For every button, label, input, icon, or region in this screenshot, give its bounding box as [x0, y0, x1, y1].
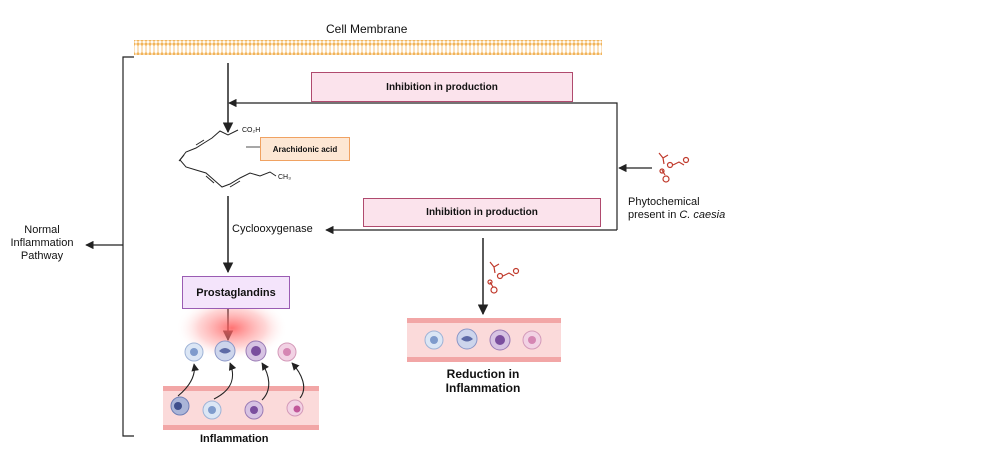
- reduction-line-1: Reduction in: [446, 367, 520, 381]
- phyto-line-1: Phytochemical: [628, 196, 700, 208]
- normal-line-3: Pathway: [20, 250, 64, 262]
- phyto-prefix: present in: [628, 209, 680, 221]
- normal-line-2: Inflammation: [10, 237, 74, 249]
- normal-pathway-label: Normal Inflammation Pathway: [4, 224, 80, 263]
- inhibition-top-label: Inhibition in production: [386, 81, 498, 93]
- arachidonic-acid-box: Arachidonic acid: [260, 137, 350, 161]
- co2h-label: CO₂H: [242, 127, 261, 134]
- normal-pathway-bracket: [122, 56, 134, 437]
- phytochemical-molecule-mid: [487, 261, 520, 294]
- normal-line-1: Normal: [24, 224, 60, 236]
- phyto-species: C. caesia: [679, 209, 726, 221]
- inhibition-mid-label: Inhibition in production: [426, 207, 538, 218]
- cell-membrane-label: Cell Membrane: [326, 22, 408, 36]
- phytochemical-label: Phytochemical present in C. caesia: [628, 196, 725, 222]
- ch3-label: CH₃: [278, 174, 291, 181]
- top-inhibition-line: [228, 98, 618, 230]
- inflammation-label: Inflammation: [200, 433, 269, 445]
- prostaglandins-label: Prostaglandins: [196, 286, 276, 299]
- phyto-line-2: present in C. caesia: [628, 209, 725, 222]
- cyclooxygenase-label: Cyclooxygenase: [232, 223, 313, 235]
- cell-membrane: [134, 40, 602, 55]
- prostaglandins-box: Prostaglandins: [182, 276, 290, 309]
- inhibition-box-mid: Inhibition in production: [363, 198, 601, 227]
- inhibition-box-top: Inhibition in production: [311, 72, 573, 102]
- arachidonic-acid-structure: [178, 129, 277, 188]
- reduction-label: Reduction in Inflammation: [445, 367, 521, 395]
- arachidonic-acid-label: Arachidonic acid: [272, 144, 338, 154]
- healthy-blood-vessel: [407, 318, 561, 362]
- released-cells: [184, 340, 297, 362]
- reduction-line-2: Inflammation: [445, 381, 521, 395]
- phytochemical-molecule-right: [658, 152, 690, 183]
- inflamed-blood-vessel: [163, 386, 319, 430]
- extravasation-arrows: [177, 362, 305, 401]
